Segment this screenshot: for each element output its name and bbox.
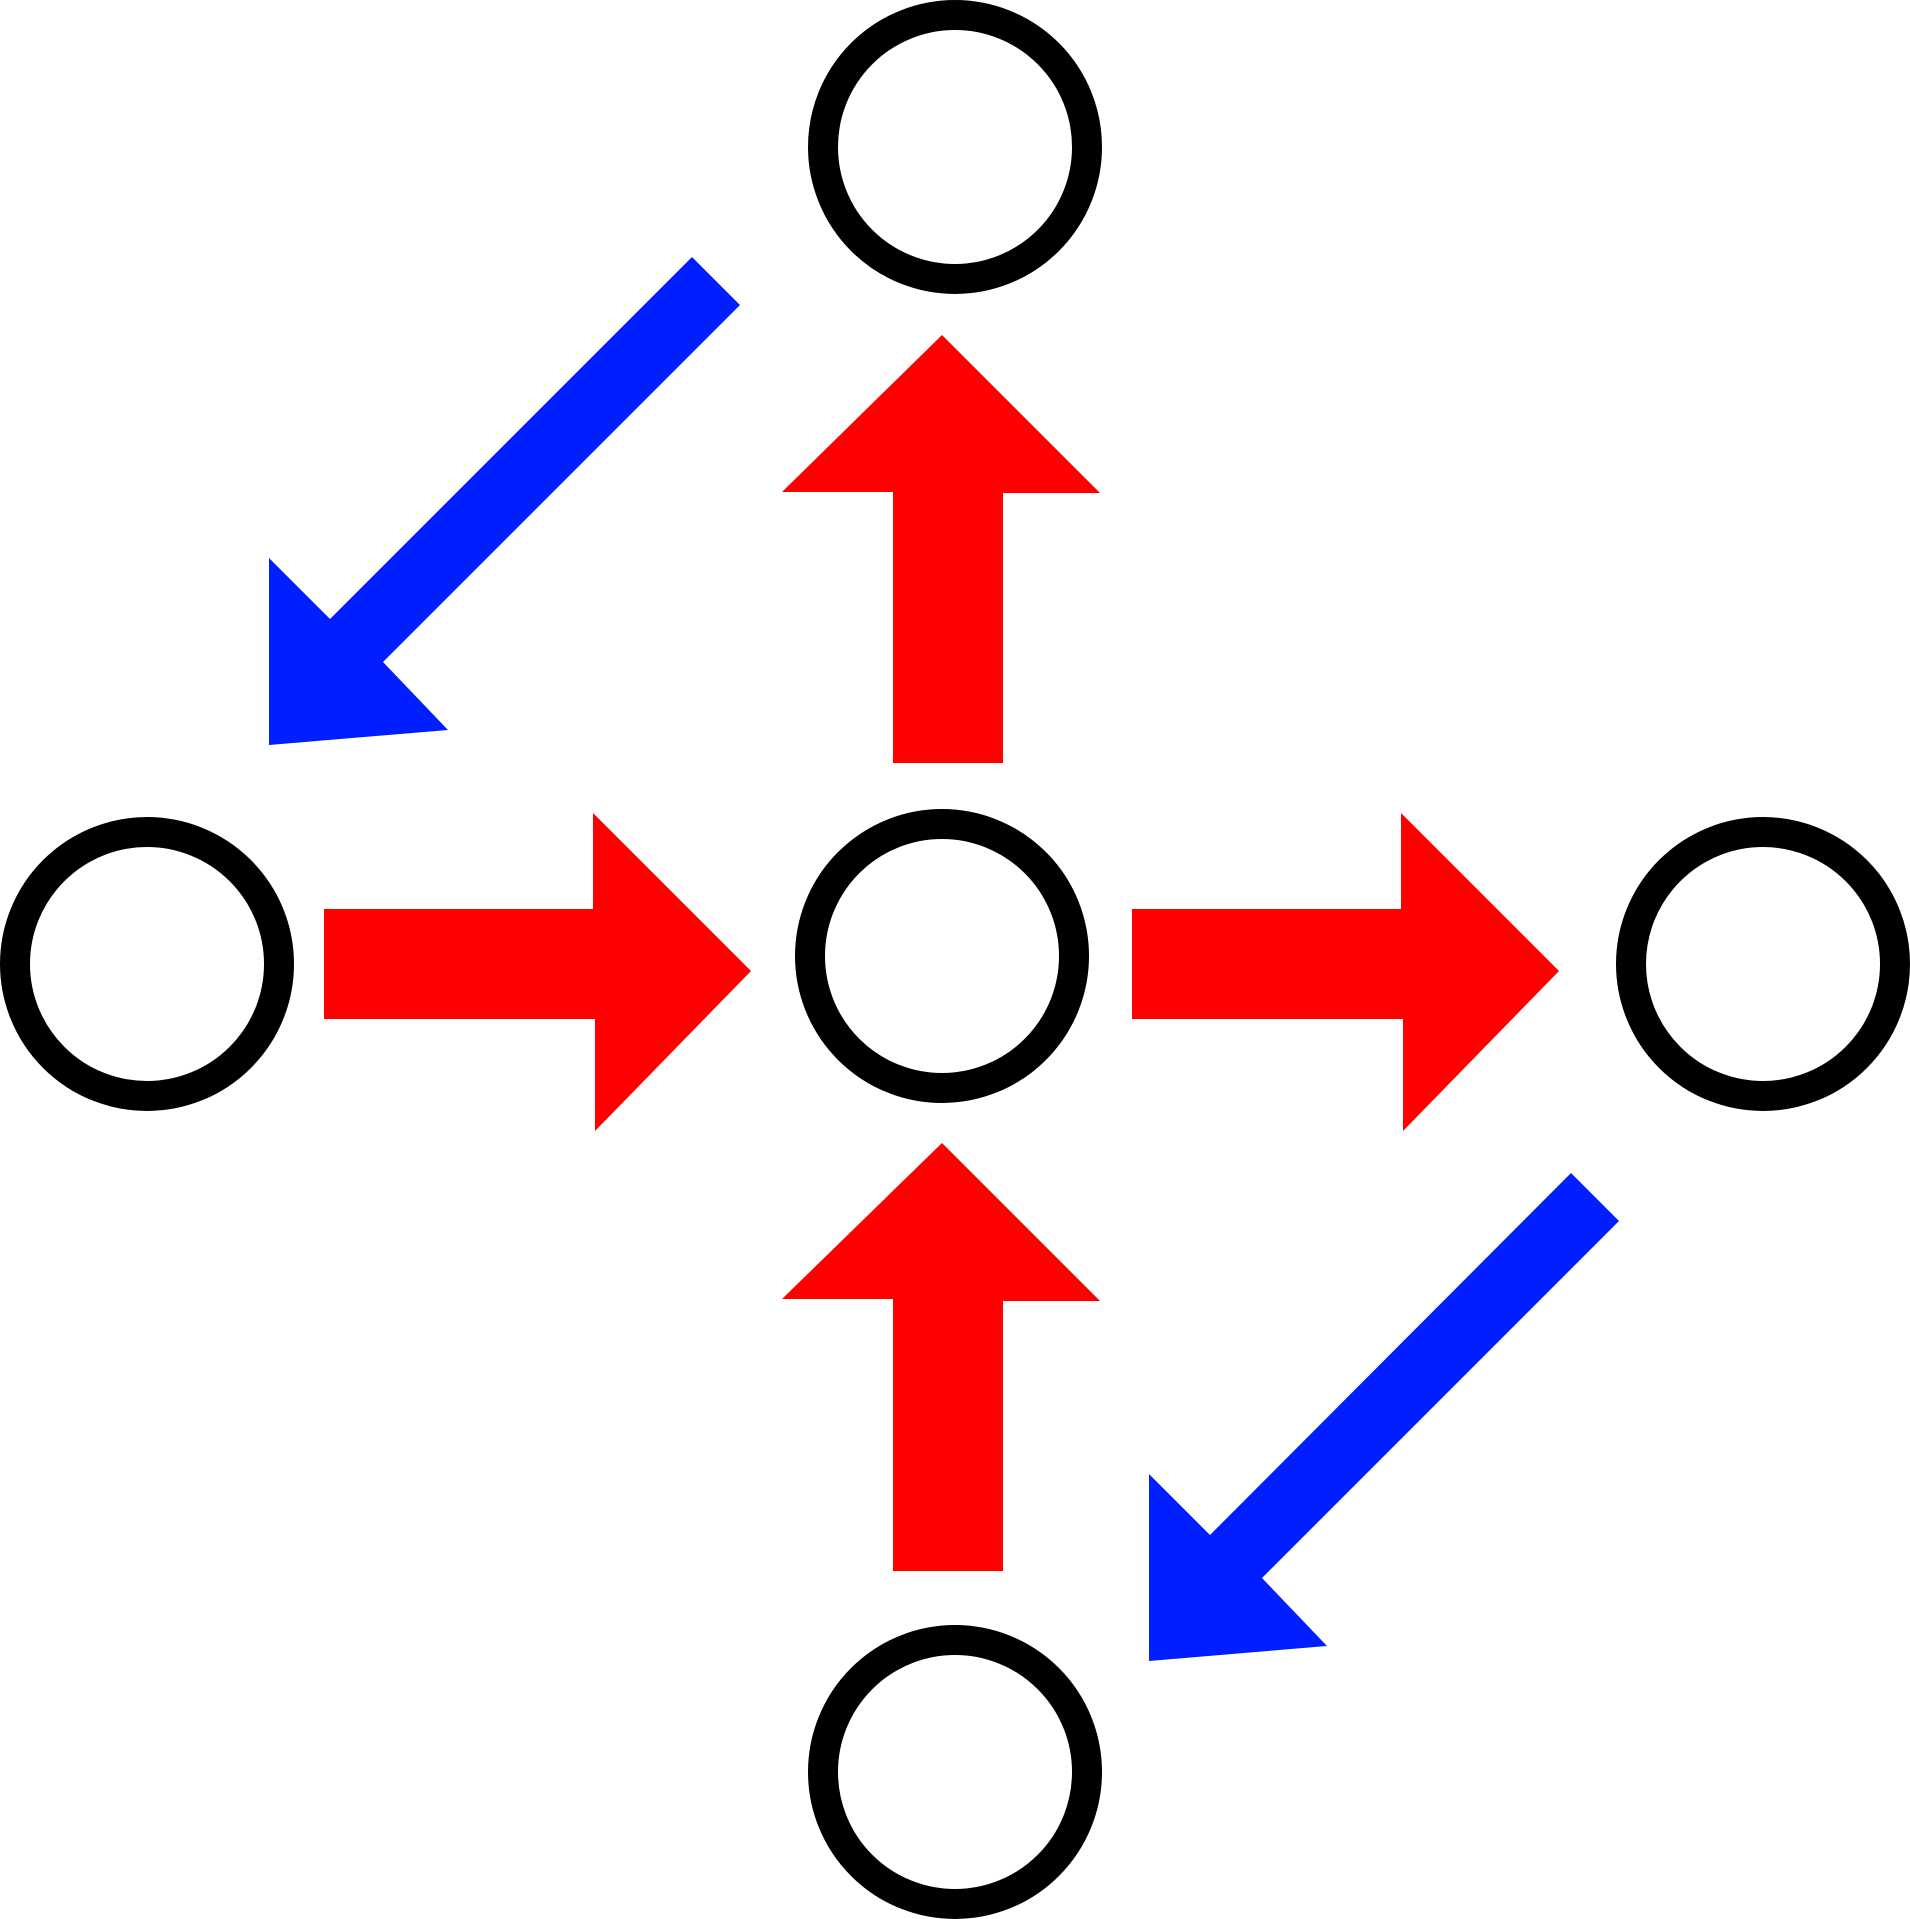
node-top-circle [808, 0, 1102, 294]
arrow-upper-left-diagonal [269, 257, 740, 745]
node-center-circle [795, 809, 1089, 1103]
arrow-bottom-to-center [782, 1143, 1100, 1571]
node-bottom-circle [808, 1625, 1102, 1919]
arrow-left-to-center [324, 813, 751, 1131]
node-left-circle [0, 817, 294, 1111]
arrow-center-to-top [782, 335, 1100, 763]
arrow-lower-right-diagonal [1149, 1173, 1619, 1661]
arrow-center-to-right [1132, 813, 1559, 1131]
node-right-circle [1616, 817, 1910, 1111]
